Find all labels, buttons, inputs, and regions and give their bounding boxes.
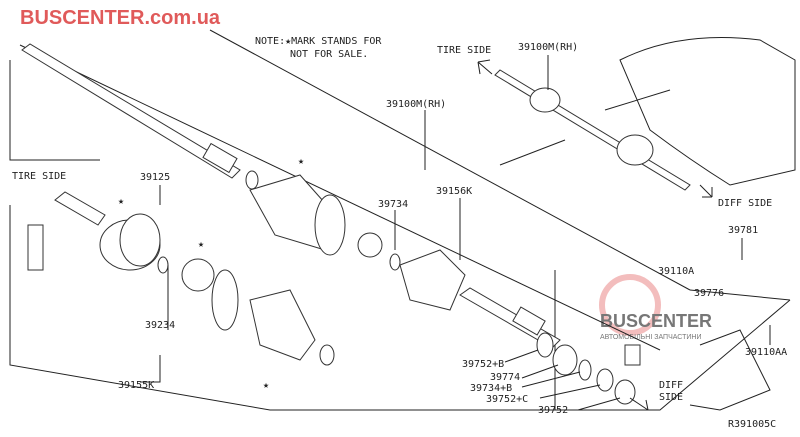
logo-circle-icon	[599, 274, 661, 336]
label-39774: 39774	[490, 372, 520, 383]
label-39752: 39752	[538, 405, 568, 416]
label-39234: 39234	[145, 320, 175, 331]
note-text-line1: NOTE:★MARK STANDS FOR	[255, 36, 382, 47]
label-diff-bottom-1: DIFF	[659, 380, 683, 391]
star-mark: ★	[263, 380, 269, 391]
inset-vehicle	[494, 37, 796, 411]
label-39734b: 39734+B	[470, 383, 512, 394]
watermark-url: BUSCENTER.com.ua	[20, 7, 221, 29]
label-39100m-top: 39100M(RH)	[518, 42, 578, 53]
label-39752b: 39752+B	[462, 359, 504, 370]
labels: NOTE:★MARK STANDS FOR NOT FOR SALE. TIRE…	[12, 36, 787, 430]
label-39776: 39776	[694, 288, 724, 299]
watermark-tagline: АВТОМОБІЛЬНІ ЗАПЧАСТИНИ	[600, 334, 701, 341]
label-tire-side-left: TIRE SIDE	[12, 171, 66, 182]
watermark: BUSCENTER.com.ua BUSCENTER АВТОМОБІЛЬНІ …	[20, 7, 712, 341]
frame-lines	[9, 29, 791, 411]
label-39110aa: 39110AA	[745, 347, 787, 358]
drive-shaft	[21, 43, 561, 349]
label-tire-side-top: TIRE SIDE	[437, 45, 491, 56]
star-mark: ★	[198, 239, 204, 250]
star-mark: ★	[298, 156, 304, 167]
label-39110a: 39110A	[658, 266, 694, 277]
arrow-diff-side-icon	[699, 184, 713, 198]
label-39125: 39125	[140, 172, 170, 183]
direction-arrows	[477, 59, 713, 411]
label-39100m-mid: 39100M(RH)	[386, 99, 446, 110]
label-39734: 39734	[378, 199, 408, 210]
leader-lines	[140, 55, 771, 411]
label-diff-bottom-2: SIDE	[659, 392, 683, 403]
label-39752c: 39752+C	[486, 394, 528, 405]
arrow-tire-side-icon	[477, 59, 493, 75]
note-text-line2: NOT FOR SALE.	[290, 49, 368, 60]
bearing-seals	[536, 332, 641, 405]
outer-joint-parts	[27, 170, 466, 366]
reference-code: R391005C	[728, 419, 776, 430]
label-39155k: 39155K	[118, 380, 154, 391]
label-diff-side-right: DIFF SIDE	[718, 198, 772, 209]
watermark-brand: BUSCENTER	[600, 311, 712, 331]
star-mark: ★	[118, 196, 124, 207]
label-39156k: 39156K	[436, 186, 472, 197]
arrow-diff-side-bottom-icon	[629, 397, 649, 411]
label-39781: 39781	[728, 225, 758, 236]
